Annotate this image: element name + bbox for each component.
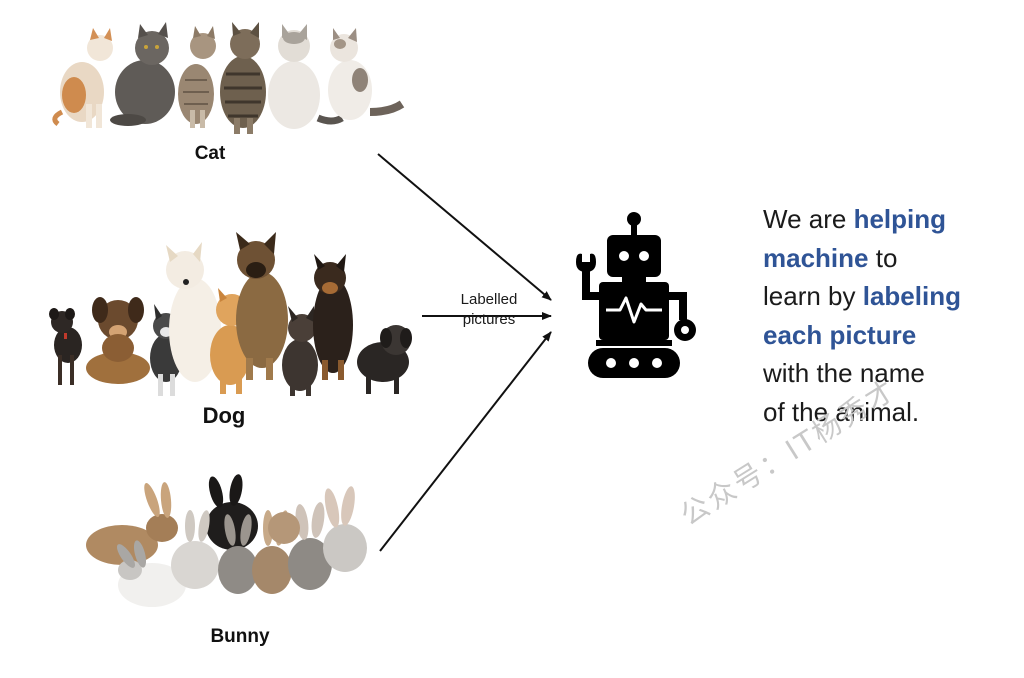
cat-figure [178, 26, 216, 128]
text-highlight: machine [763, 242, 869, 273]
dog-figure [282, 306, 318, 396]
cat-figure [220, 22, 266, 134]
text-highlight: helping [853, 204, 946, 234]
explanation-line-4: each picture [763, 316, 1008, 355]
dog-figure [357, 325, 412, 394]
cat-figure [328, 28, 405, 120]
explanation-line-2: machine to [763, 239, 1008, 278]
dog-figure [236, 232, 288, 380]
arrow-label-line2: pictures [462, 311, 516, 328]
arrows [377, 153, 552, 552]
explanation-line-3: learn by labeling [763, 277, 1008, 316]
dog-figure [313, 254, 353, 380]
arrow-cat [377, 153, 552, 301]
bunny-figure [171, 510, 219, 589]
bunny-label: Bunny [210, 626, 270, 647]
cats-photo [52, 22, 405, 134]
text-plain: We are [763, 204, 854, 234]
explanation-text: We are helping machine to learn by label… [763, 200, 1008, 431]
dog-figure [86, 297, 150, 384]
explanation-line-1: We are helping [763, 200, 1008, 239]
dog-figure [49, 308, 82, 385]
dog-label: Dog [202, 403, 246, 428]
bunny-figure [116, 540, 186, 607]
robot-icon [576, 212, 696, 378]
explanation-line-6: of the animal. [763, 393, 1008, 432]
bunnies-photo [86, 474, 367, 607]
text-plain: of the animal. [763, 396, 920, 427]
cat-figure [268, 24, 344, 129]
bunny-figure [323, 486, 367, 572]
cat-figure [110, 22, 175, 126]
arrow-bunny [379, 331, 552, 552]
dog-figure [166, 242, 221, 382]
arrow-label-line1: Labelled [460, 291, 518, 308]
text-plain: to [868, 242, 898, 273]
dogs-photo [49, 232, 412, 396]
text-highlight: each picture [763, 319, 917, 350]
labelled-pictures-label: Labelled pictures [434, 290, 544, 330]
text-plain: with the name [763, 358, 925, 388]
bunny-figure [86, 482, 178, 565]
text-highlight: labeling [862, 281, 961, 311]
cat-label: Cat [194, 143, 226, 164]
bunny-figure [268, 512, 300, 544]
bunny-figure [218, 514, 258, 594]
explanation-line-5: with the name [763, 354, 1008, 393]
text-plain: learn by [763, 281, 863, 311]
cat-figure [52, 28, 113, 128]
